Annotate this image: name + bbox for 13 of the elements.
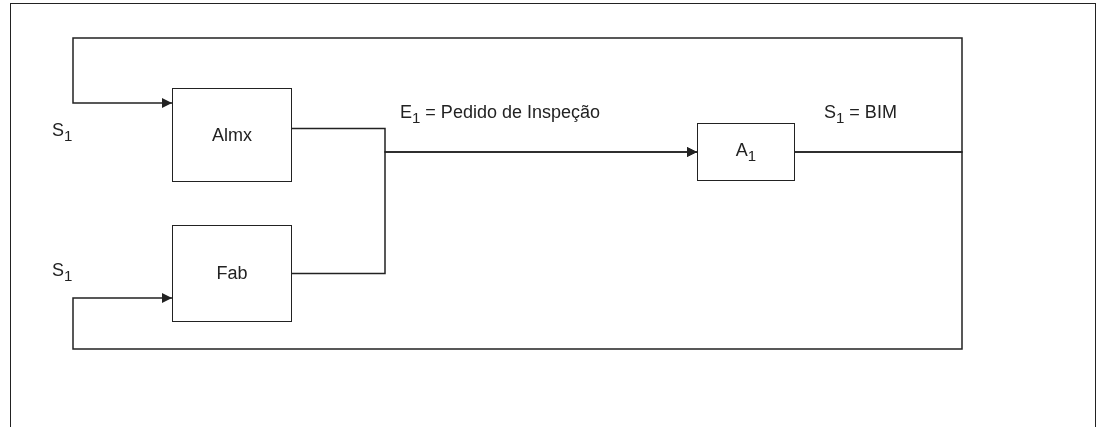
arrow (72, 37, 963, 153)
signal-label: S$_{1}$ (50, 260, 75, 284)
arrow (291, 147, 698, 275)
signal-label: S$_{1}$ (50, 120, 75, 144)
edge-label: S$_{1}$ = BIM (822, 102, 899, 126)
box-label: Almx (212, 124, 252, 146)
process-box (172, 88, 292, 182)
process-box (172, 225, 292, 322)
box-label: A$_{1}$ (735, 140, 757, 164)
process-box (697, 123, 795, 181)
arrow (72, 151, 963, 350)
box-label: Fab (216, 263, 248, 284)
edge-label: E$_{1}$ = Pedido de Inspeção (398, 102, 602, 126)
